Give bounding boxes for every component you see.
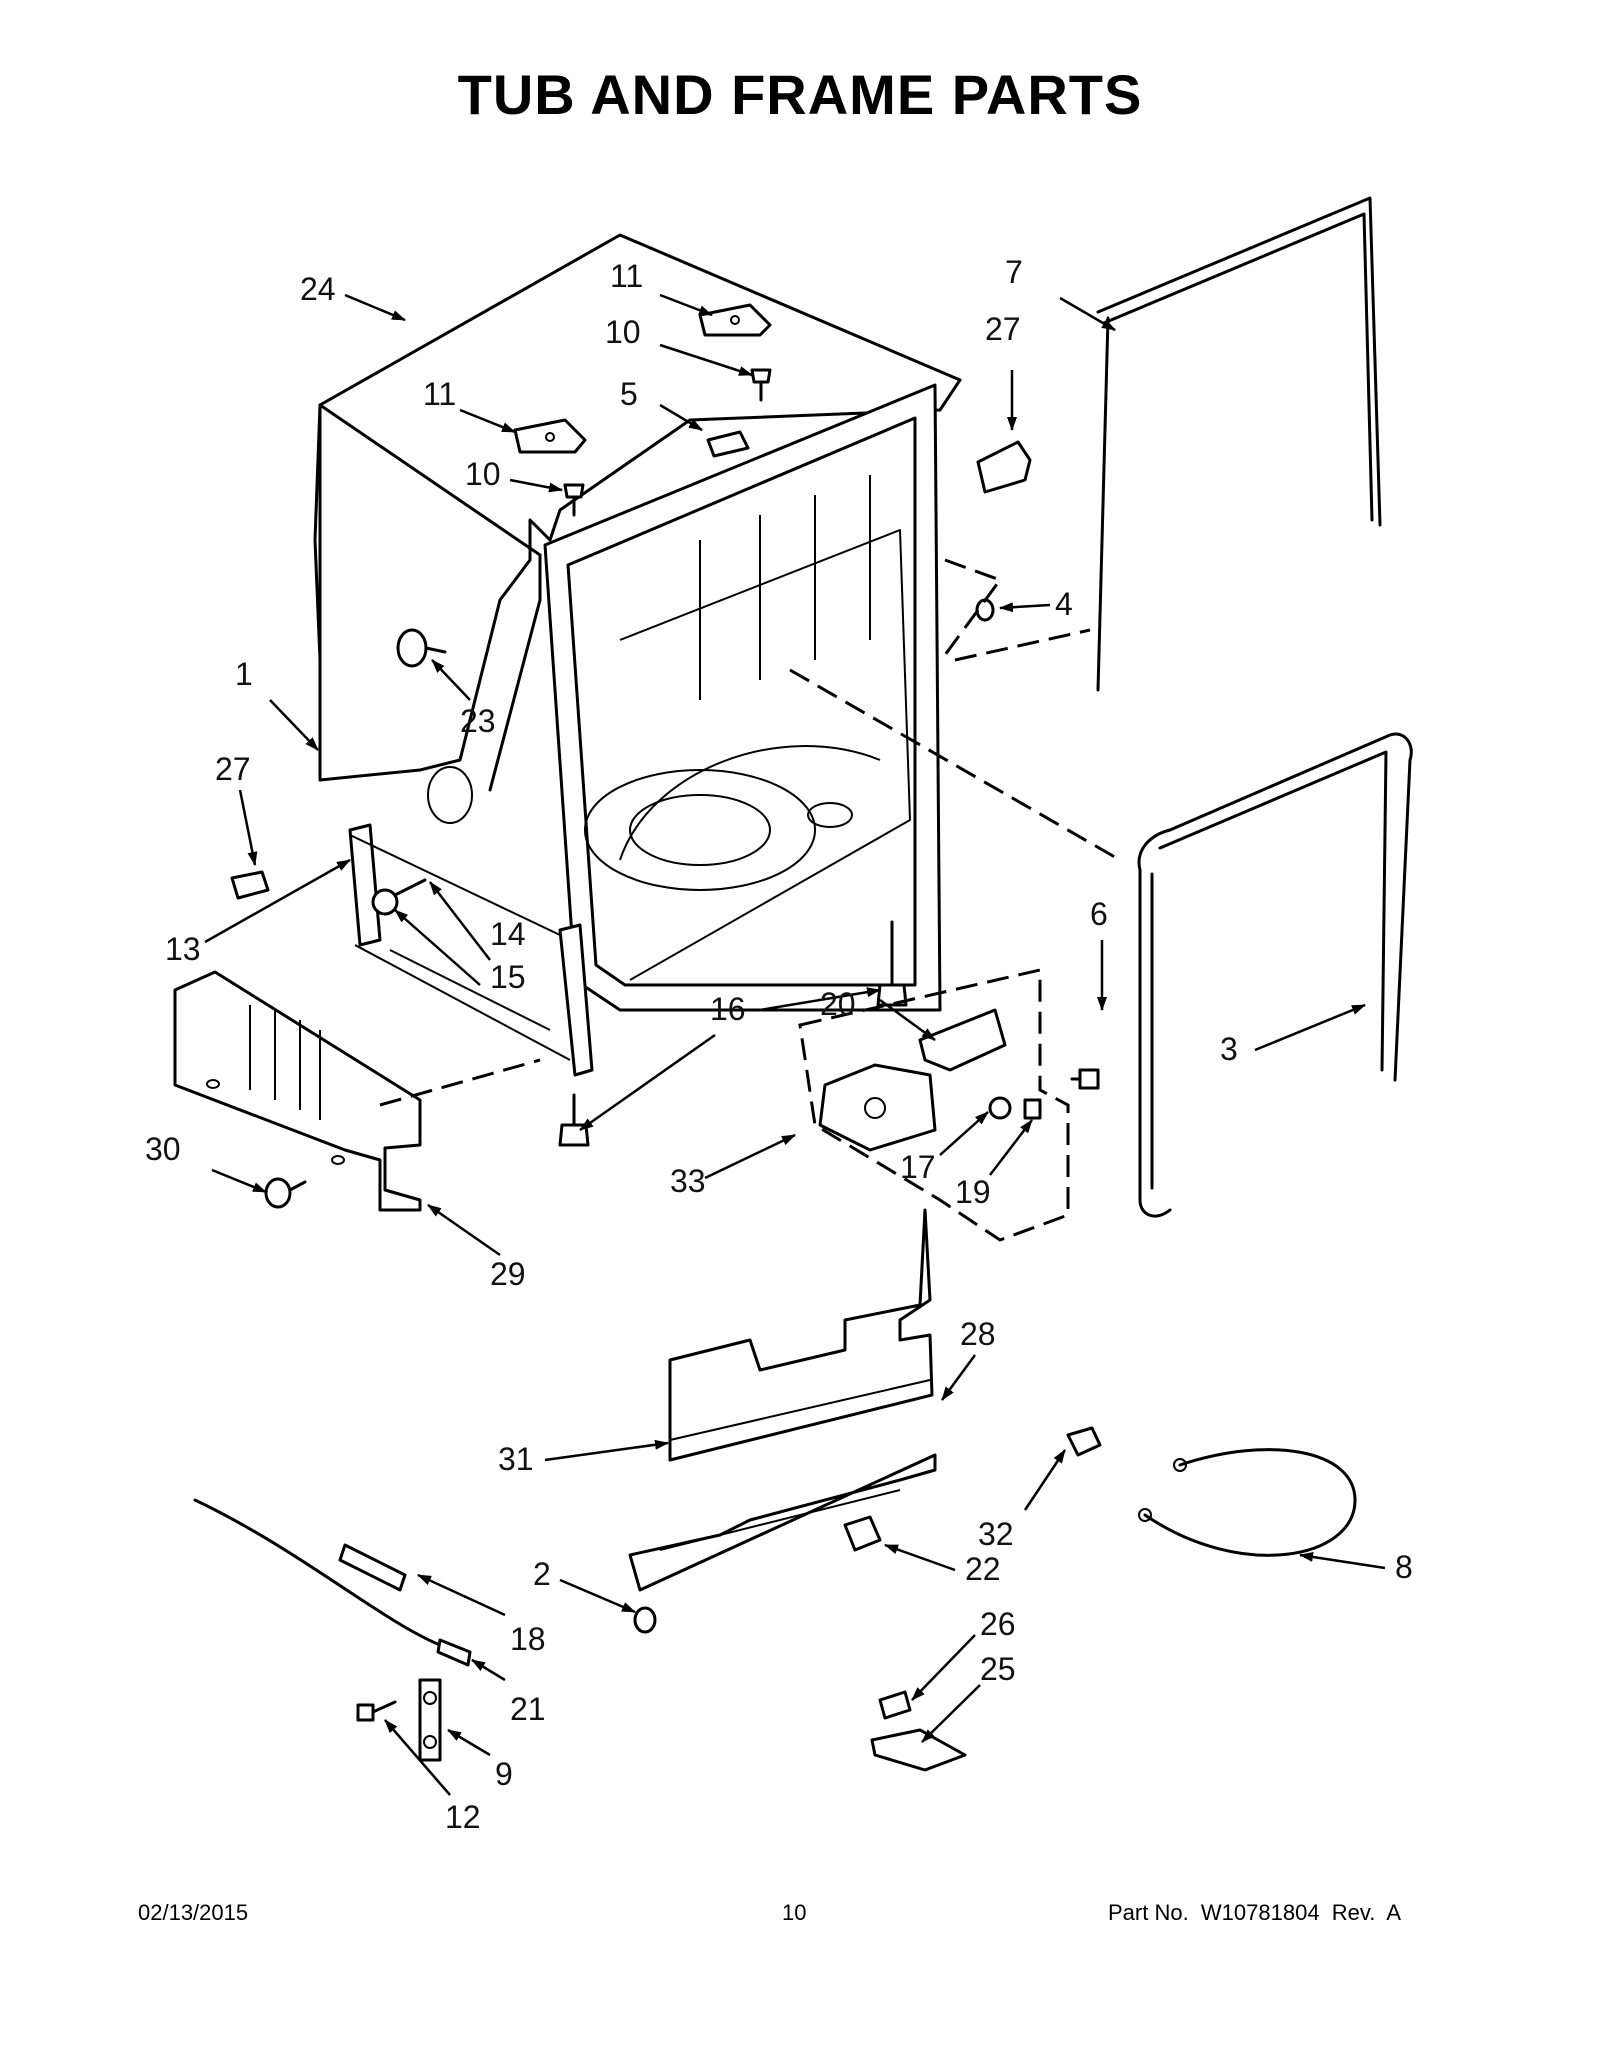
door-spring-cable-18 bbox=[193, 1498, 472, 1667]
screw-6 bbox=[1070, 1068, 1100, 1090]
clip-5 bbox=[706, 430, 750, 458]
bolt-12 bbox=[356, 1700, 397, 1722]
connector-32 bbox=[1066, 1426, 1102, 1457]
plug-4 bbox=[975, 598, 995, 622]
callout-labels: 24 11 10 7 27 5 11 10 4 1 23 27 6 13 14 … bbox=[145, 254, 1413, 1835]
callout-23: 23 bbox=[460, 703, 496, 739]
door-link-9 bbox=[418, 1678, 442, 1762]
callout-4: 4 bbox=[1055, 586, 1073, 622]
bottom-seal-3 bbox=[1137, 732, 1413, 1218]
screw-14 bbox=[393, 878, 427, 897]
callout-15: 15 bbox=[490, 959, 526, 995]
callout-24: 24 bbox=[300, 271, 336, 307]
toe-panel-29 bbox=[173, 970, 422, 1212]
callout-2: 2 bbox=[533, 1556, 551, 1592]
callout-6: 6 bbox=[1090, 896, 1108, 932]
wire-harness-8 bbox=[1138, 1448, 1357, 1557]
plug-23 bbox=[396, 628, 447, 668]
base-plate-28 bbox=[628, 1453, 937, 1592]
callout-18: 18 bbox=[510, 1621, 546, 1657]
footer-date: 02/13/2015 bbox=[138, 1900, 249, 1925]
door-gasket-7 bbox=[1096, 196, 1382, 692]
screw-10a bbox=[750, 368, 772, 402]
callout-32: 32 bbox=[978, 1516, 1014, 1552]
callout-17: 17 bbox=[900, 1149, 936, 1185]
callout-30: 30 bbox=[145, 1131, 181, 1167]
callout-20: 20 bbox=[820, 986, 856, 1022]
callout-22: 22 bbox=[965, 1551, 1001, 1587]
callout-11a: 11 bbox=[610, 258, 643, 294]
callout-5: 5 bbox=[620, 376, 638, 412]
callout-14: 14 bbox=[490, 916, 526, 952]
callout-26: 26 bbox=[980, 1606, 1016, 1642]
door-bracket-27a bbox=[976, 440, 1032, 494]
callout-leaders bbox=[204, 293, 1386, 1796]
screw-10b bbox=[563, 483, 585, 517]
page-title: TUB AND FRAME PARTS bbox=[457, 63, 1143, 126]
sensor-26 bbox=[878, 1690, 912, 1720]
callout-16: 16 bbox=[710, 991, 746, 1027]
callout-27a: 27 bbox=[985, 311, 1021, 347]
callout-25: 25 bbox=[980, 1651, 1016, 1687]
valve-bracket-33 bbox=[818, 1063, 937, 1152]
screw-19 bbox=[1023, 1098, 1042, 1120]
callout-8: 8 bbox=[1395, 1549, 1413, 1585]
callout-3: 3 bbox=[1220, 1031, 1238, 1067]
leveling-leg-16b bbox=[558, 1093, 590, 1147]
callout-28: 28 bbox=[960, 1316, 996, 1352]
grommet-17 bbox=[988, 1096, 1012, 1120]
tub-assembly bbox=[313, 233, 962, 1077]
callout-1: 1 bbox=[235, 656, 253, 692]
callout-29: 29 bbox=[490, 1256, 526, 1292]
bracket-27b bbox=[230, 870, 270, 900]
callout-21: 21 bbox=[510, 1691, 546, 1727]
plug-30 bbox=[264, 1177, 307, 1209]
callout-33: 33 bbox=[670, 1163, 706, 1199]
bracket-25 bbox=[870, 1728, 967, 1772]
callout-27b: 27 bbox=[215, 751, 251, 787]
footer-part-number: Part No. W10781804 Rev. A bbox=[1108, 1900, 1402, 1925]
callout-9: 9 bbox=[495, 1756, 513, 1792]
hinge-bracket-11a bbox=[698, 303, 772, 337]
callout-12: 12 bbox=[445, 1799, 481, 1835]
callout-7: 7 bbox=[1005, 254, 1023, 290]
hinge-bracket-11b bbox=[513, 418, 587, 454]
callout-10a: 10 bbox=[605, 314, 641, 350]
grommet-15 bbox=[371, 888, 399, 916]
clip-22 bbox=[843, 1515, 882, 1552]
screw-2 bbox=[633, 1606, 657, 1634]
insulation-blanket-31 bbox=[668, 1208, 934, 1462]
leveling-leg-16a bbox=[876, 920, 908, 1007]
callout-31: 31 bbox=[498, 1441, 534, 1477]
bracket-20 bbox=[918, 1008, 1007, 1072]
callout-19: 19 bbox=[955, 1174, 991, 1210]
callout-11b: 11 bbox=[423, 376, 456, 412]
callout-13: 13 bbox=[165, 931, 201, 967]
footer-page-number: 10 bbox=[782, 1900, 807, 1925]
callout-10b: 10 bbox=[465, 456, 501, 492]
